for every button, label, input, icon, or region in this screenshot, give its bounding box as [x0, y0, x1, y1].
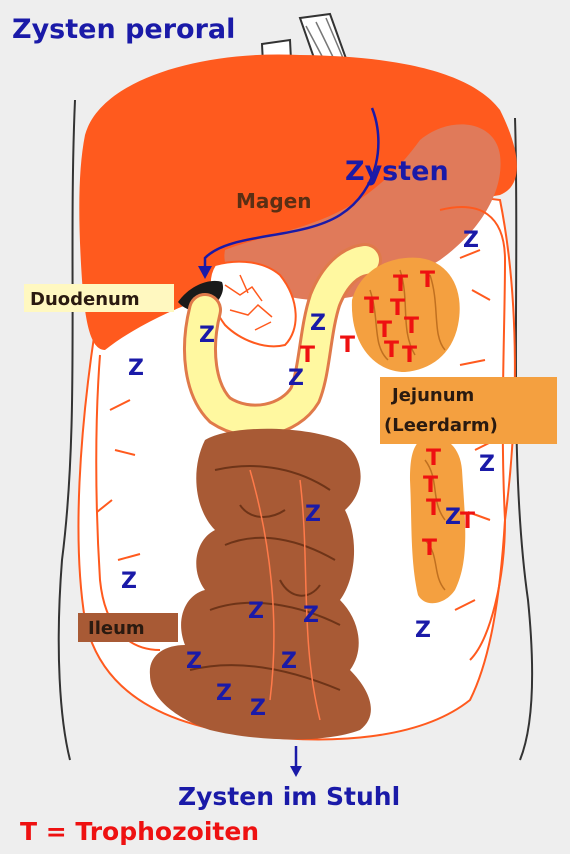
cyst-marker: Z	[463, 228, 479, 253]
trophozoite-marker: T	[460, 509, 475, 534]
cyst-marker: Z	[121, 569, 137, 594]
cyst-marker: Z	[415, 618, 431, 643]
cyst-marker: Z	[199, 323, 215, 348]
cyst-marker: Z	[305, 502, 321, 527]
trophozoite-marker: T	[390, 296, 405, 321]
cysts-label: Zysten	[345, 156, 449, 187]
cyst-marker: Z	[128, 356, 144, 381]
cyst-marker: Z	[303, 603, 319, 628]
title-cysts-oral: Zysten peroral	[12, 14, 235, 45]
trophozoite-marker: T	[402, 343, 417, 368]
cyst-marker: Z	[248, 599, 264, 624]
trophozoite-marker: T	[300, 343, 315, 368]
exit-arrowhead	[290, 766, 302, 777]
trophozoite-marker: T	[422, 536, 437, 561]
cyst-marker: Z	[310, 311, 326, 336]
trophozoite-marker: T	[420, 268, 435, 293]
cyst-marker: Z	[281, 649, 297, 674]
duodenum-label: Duodenum	[30, 289, 140, 310]
trophozoite-marker: T	[426, 446, 441, 471]
cysts-in-stool-label: Zysten im Stuhl	[178, 782, 400, 811]
trophozoite-marker: T	[364, 294, 379, 319]
trophozoite-marker: T	[340, 333, 355, 358]
stomach-label: Magen	[236, 189, 312, 213]
cyst-marker: Z	[250, 696, 266, 721]
cyst-marker: Z	[479, 452, 495, 477]
trophozoite-marker: T	[384, 338, 399, 363]
cyst-marker: Z	[445, 505, 461, 530]
trophozoite-marker: T	[393, 272, 408, 297]
jejunum-label: Jejunum	[390, 385, 474, 406]
legend-trophozoites: T = Trophozoiten	[20, 817, 259, 846]
trophozoite-marker: T	[423, 473, 438, 498]
trophozoite-marker: T	[426, 496, 441, 521]
trophozoite-marker: T	[404, 314, 419, 339]
jejunum-latin-label: (Leerdarm)	[384, 415, 498, 436]
ileum-label: Ileum	[88, 618, 145, 639]
cyst-marker: Z	[186, 649, 202, 674]
cyst-marker: Z	[216, 681, 232, 706]
cyst-marker: Z	[288, 366, 304, 391]
